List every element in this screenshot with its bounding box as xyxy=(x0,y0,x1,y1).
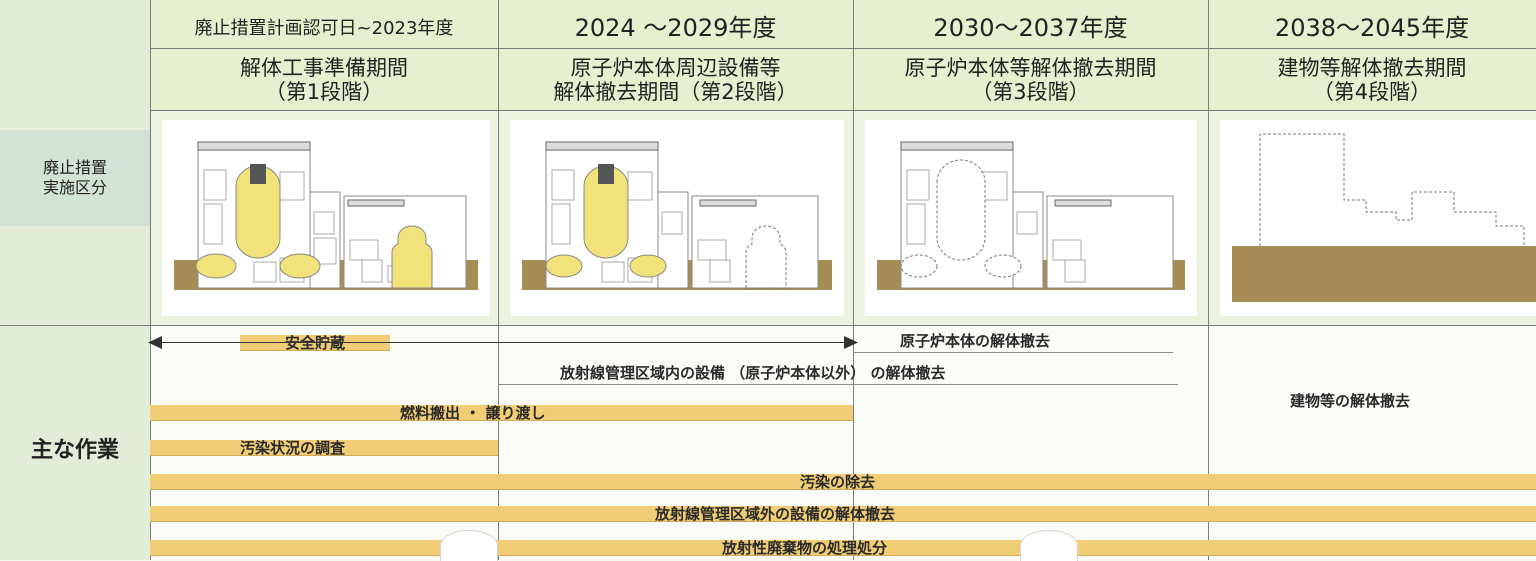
task-label-reactor-dismantle: 原子炉本体の解体撤去 xyxy=(900,332,1051,350)
grid-line xyxy=(150,0,151,560)
task-bar-contamination-survey xyxy=(150,440,498,456)
decorative-circle xyxy=(440,530,498,561)
category-label: 廃止措置 実施区分 xyxy=(42,158,107,197)
task-label-contamination-survey: 汚染状況の調査 xyxy=(240,439,346,457)
phase-1-line-1: 解体工事準備期間 xyxy=(240,56,408,80)
grid-line xyxy=(0,325,1536,326)
phase-4-line-1: 建物等解体撤去期間 xyxy=(1277,56,1467,80)
grid-line xyxy=(498,0,499,560)
stage-3-diagram xyxy=(865,120,1197,316)
task-bar-safe-storage xyxy=(240,335,390,351)
period-1-years: 廃止措置計画認可日~2023年度 xyxy=(194,18,454,39)
phase-2-line-2: 解体撤去期間（第2段階） xyxy=(553,80,798,104)
stage-3-plant-illustration xyxy=(877,141,1185,290)
grid-line xyxy=(150,48,1536,49)
main-work-label: 主な作業 xyxy=(30,438,119,463)
safe-storage-period-arrow xyxy=(160,342,846,343)
phase-1-title: 解体工事準備期間 （第1段階） xyxy=(150,56,498,104)
stage-1-plant-illustration xyxy=(174,141,478,290)
phase-1-line-2: （第1段階） xyxy=(264,80,384,104)
period-3-years: 2030〜2037年度 xyxy=(933,14,1128,42)
phase-4-title: 建物等解体撤去期間 （第4段階） xyxy=(1208,56,1536,104)
phase-4-line-2: （第4段階） xyxy=(1312,80,1432,104)
grid-line xyxy=(1208,0,1209,560)
task-bar-outside-controlled-area xyxy=(150,506,1536,522)
stage-1-diagram xyxy=(162,120,490,316)
stage-4-diagram xyxy=(1220,120,1536,316)
category-label-cell xyxy=(0,130,150,226)
arrow-left-icon xyxy=(148,336,162,349)
period-2-years: 2024 〜2029年度 xyxy=(574,14,777,42)
arrow-right-icon xyxy=(844,336,858,349)
task-label-building-dismantle: 建物等の解体撤去 xyxy=(1290,392,1411,410)
task-label-controlled-area-equipment: 放射線管理区域内の設備 （原子炉本体以外） の解体撤去 xyxy=(560,364,946,382)
stage-2-diagram xyxy=(510,120,844,316)
task-label-safe-storage: 安全貯蔵 xyxy=(284,334,345,352)
phase-2-title: 原子炉本体周辺設備等 解体撤去期間（第2段階） xyxy=(498,56,853,104)
header-band xyxy=(150,0,1536,110)
task-label-radioactive-waste: 放射性廃棄物の処理処分 xyxy=(722,539,888,557)
grid-line xyxy=(853,0,854,560)
task-bar-decontamination xyxy=(150,474,1536,490)
stage-4-plant-illustration xyxy=(1232,133,1536,302)
phase-3-line-2: （第3段階） xyxy=(971,80,1090,104)
reactor-dismantle-underline xyxy=(853,352,1173,353)
decorative-circle xyxy=(1020,530,1078,561)
period-4-years: 2038〜2045年度 xyxy=(1274,14,1470,42)
task-label-decontamination: 汚染の除去 xyxy=(800,473,876,491)
phase-3-line-1: 原子炉本体等解体撤去期間 xyxy=(904,56,1157,80)
task-bar-fuel-transfer xyxy=(150,405,853,421)
phase-3-title: 原子炉本体等解体撤去期間 （第3段階） xyxy=(853,56,1208,104)
row-label-column xyxy=(0,0,150,560)
task-label-outside-controlled-area: 放射線管理区域外の設備の解体撤去 xyxy=(655,505,896,523)
phase-2-line-1: 原子炉本体周辺設備等 xyxy=(570,56,781,80)
task-label-fuel-transfer: 燃料搬出 ・ 譲り渡し xyxy=(400,404,546,422)
controlled-area-underline xyxy=(498,384,1178,385)
stage-2-plant-illustration xyxy=(522,141,832,290)
grid-line xyxy=(150,110,1536,111)
